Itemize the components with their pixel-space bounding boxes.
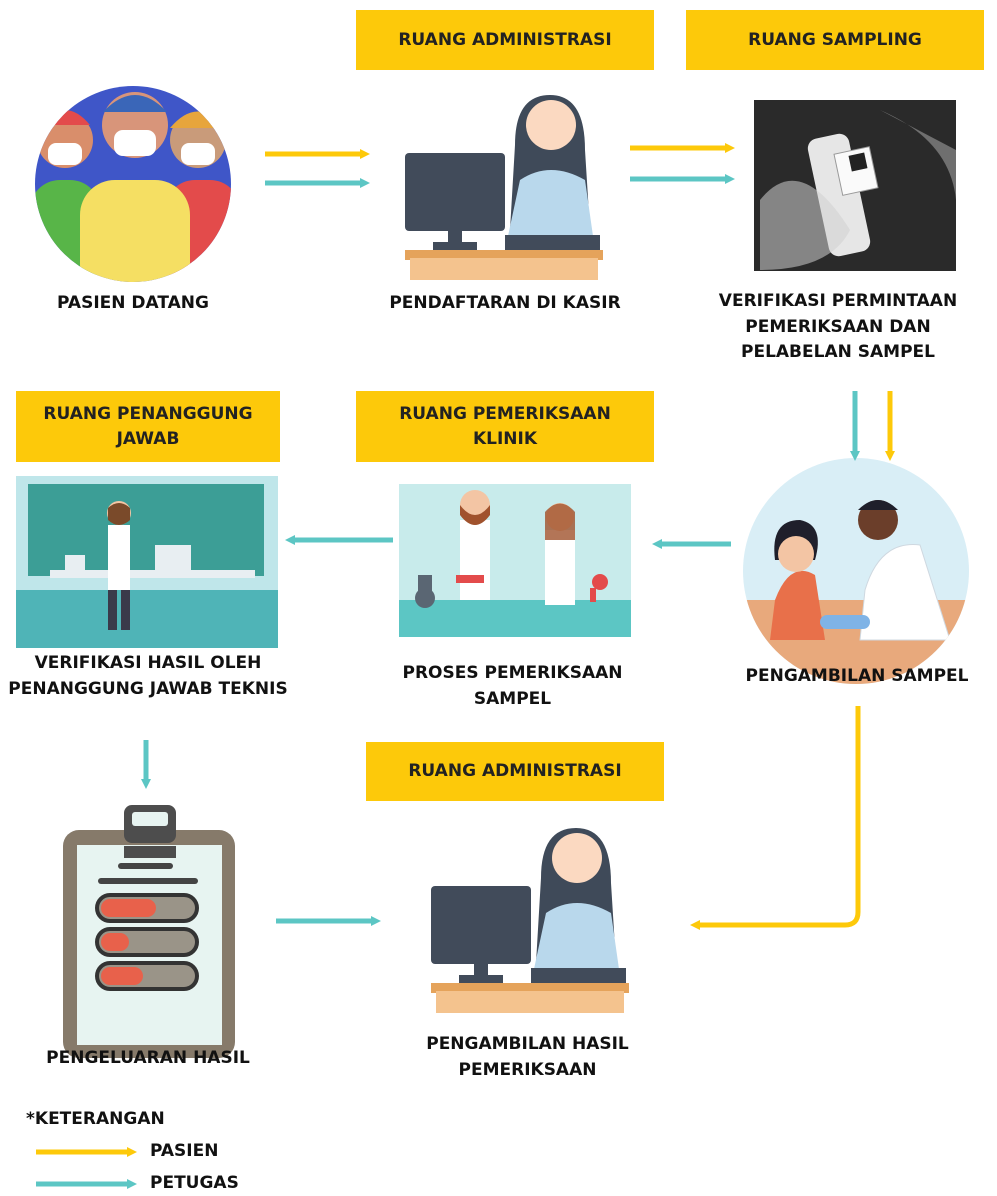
caption-proses-pemeriksaan: PROSES PEMERIKSAAN SAMPEL: [365, 661, 660, 712]
caption-text: PENDAFTARAN DI KASIR: [389, 293, 621, 313]
room-label-text: RUANG SAMPLING: [748, 29, 922, 50]
room-label-klinik: RUANG PEMERIKSAAN KLINIK: [356, 391, 654, 462]
sample-tube-photo: [754, 100, 956, 271]
petugas-arrows: [141, 174, 860, 926]
patients-group-illustration: [35, 86, 231, 282]
room-label-penanggung: RUANG PENANGGUNG JAWAB: [16, 391, 280, 462]
lab-verification-illustration: [16, 476, 278, 648]
caption-pengeluaran-hasil: PENGELUARAN HASIL: [10, 1046, 286, 1072]
clipboard-results-illustration: [63, 805, 235, 1058]
room-label-admin-bottom: RUANG ADMINISTRASI: [366, 742, 664, 801]
pasien-arrows: [265, 143, 895, 930]
cashier-illustration-bottom: [431, 828, 629, 1013]
room-label-text: RUANG PENANGGUNG JAWAB: [43, 403, 253, 449]
lab-clinic-illustration: [399, 484, 631, 637]
room-label-admin-top: RUANG ADMINISTRASI: [356, 10, 654, 70]
caption-pendaftaran: PENDAFTARAN DI KASIR: [345, 291, 665, 317]
caption-text: VERIFIKASI PERMINTAAN PEMERIKSAAN DAN PE…: [718, 291, 958, 362]
caption-pengambilan-hasil: PENGAMBILAN HASIL PEMERIKSAAN: [395, 1032, 660, 1083]
caption-verifikasi-permintaan: VERIFIKASI PERMINTAAN PEMERIKSAAN DAN PE…: [698, 289, 978, 366]
room-label-text: RUANG ADMINISTRASI: [398, 29, 612, 50]
caption-text: PASIEN DATANG: [57, 293, 209, 313]
caption-pengambilan-sampel: PENGAMBILAN SAMPEL: [712, 664, 997, 690]
room-label-text: RUANG ADMINISTRASI: [408, 761, 622, 782]
caption-text: PROSES PEMERIKSAAN SAMPEL: [402, 663, 623, 709]
legend-title: *KETERANGAN: [26, 1109, 165, 1129]
caption-text: VERIFIKASI HASIL OLEH PENANGGUNG JAWAB T…: [8, 653, 288, 699]
room-label-sampling: RUANG SAMPLING: [686, 10, 984, 70]
caption-text: PENGAMBILAN SAMPEL: [745, 666, 969, 686]
caption-text: PENGELUARAN HASIL: [46, 1048, 250, 1068]
caption-text: PENGAMBILAN HASIL PEMERIKSAAN: [426, 1034, 629, 1080]
legend-petugas-label: PETUGAS: [150, 1173, 239, 1193]
cashier-illustration-top: [405, 95, 603, 280]
legend-pasien-label: PASIEN: [150, 1141, 219, 1161]
caption-pasien-datang: PASIEN DATANG: [28, 291, 238, 317]
room-label-text: RUANG PEMERIKSAAN KLINIK: [399, 403, 611, 449]
blood-draw-illustration: [743, 458, 969, 684]
caption-verifikasi-hasil: VERIFIKASI HASIL OLEH PENANGGUNG JAWAB T…: [8, 651, 288, 702]
